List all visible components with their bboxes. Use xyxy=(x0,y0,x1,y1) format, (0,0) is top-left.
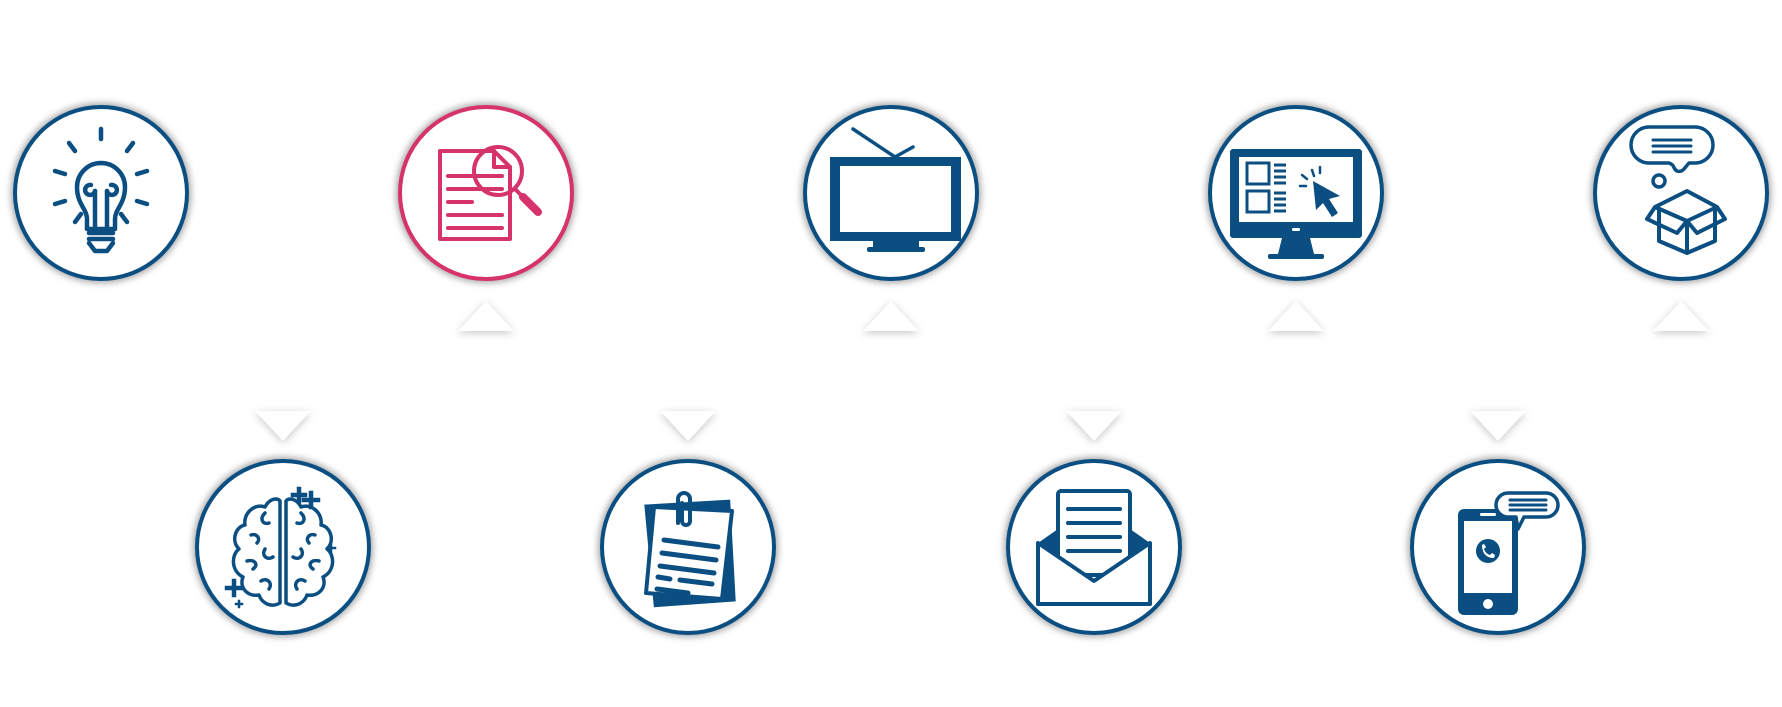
step-6-envelope-node[interactable] xyxy=(1006,459,1182,635)
down-arrow-connector xyxy=(255,411,311,441)
up-arrow-connector xyxy=(1268,301,1324,331)
down-arrow-connector xyxy=(1066,411,1122,441)
step-4-notes-node[interactable] xyxy=(600,459,776,635)
clipped-notes-icon xyxy=(644,491,736,608)
step-7-desktop-click-node[interactable] xyxy=(1208,105,1384,281)
mobile-phone-chat-icon xyxy=(1458,491,1560,615)
lightbulb-icon xyxy=(52,126,150,254)
up-arrow-connector xyxy=(1653,301,1709,331)
television-icon xyxy=(830,127,961,252)
brain-icon xyxy=(224,486,337,609)
desktop-click-icon xyxy=(1230,149,1362,259)
document-search-icon xyxy=(438,145,542,241)
open-envelope-letter-icon xyxy=(1036,489,1152,606)
up-arrow-connector xyxy=(863,301,919,331)
step-8-mobile-phone-node[interactable] xyxy=(1410,459,1586,635)
box-speech-bubble-icon xyxy=(1629,125,1727,255)
step-9-box-node[interactable] xyxy=(1593,105,1769,281)
step-2-brain-node[interactable] xyxy=(195,459,371,635)
down-arrow-connector xyxy=(1470,411,1526,441)
step-3-document-search-node[interactable] xyxy=(398,105,574,281)
step-1-lightbulb-node[interactable] xyxy=(13,105,189,281)
up-arrow-connector xyxy=(458,301,514,331)
step-5-television-node[interactable] xyxy=(803,105,979,281)
down-arrow-connector xyxy=(660,411,716,441)
